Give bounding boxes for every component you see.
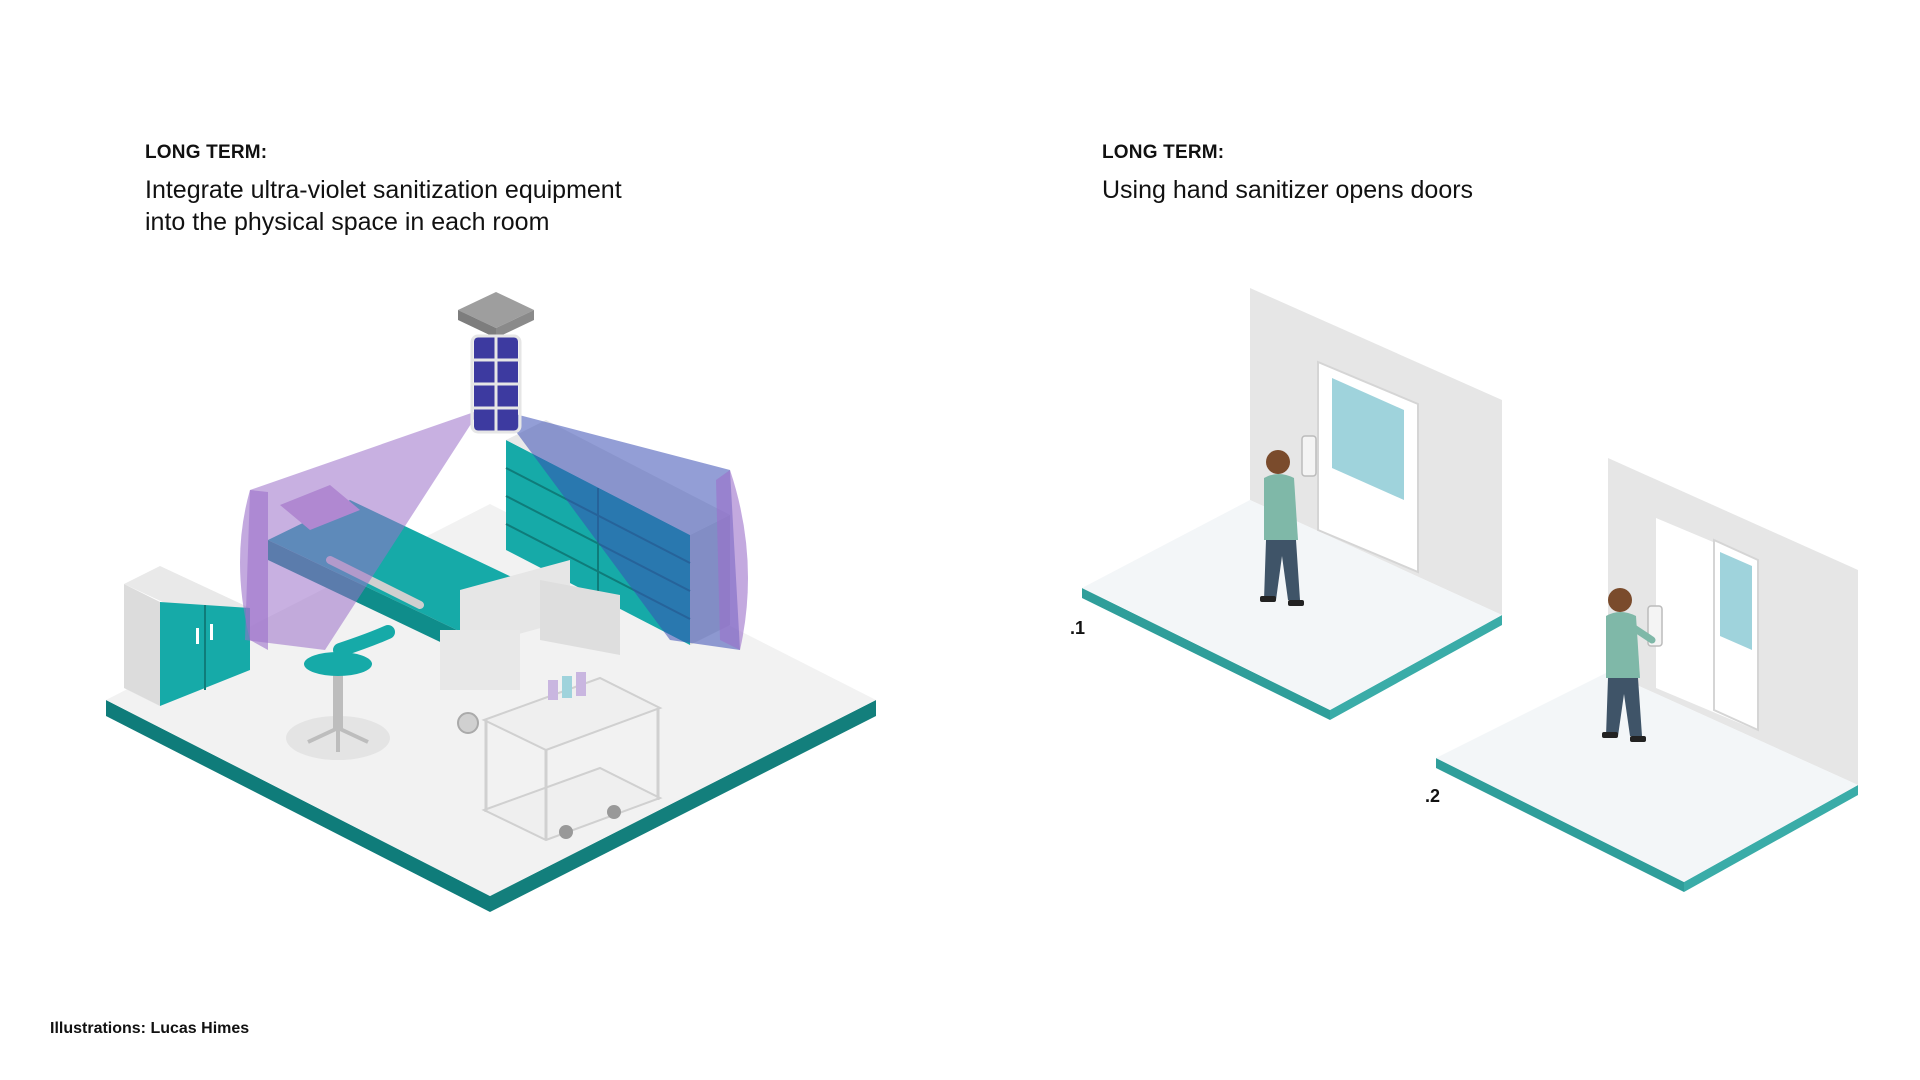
illustration-credit: Illustrations: Lucas Himes <box>50 1020 250 1037</box>
floor-step-2 <box>1436 672 1858 882</box>
left-kicker: LONG TERM: <box>145 142 268 163</box>
door-scene-step-2 <box>1436 458 1858 892</box>
door-scene-step-1 <box>1082 288 1502 720</box>
door-open-window-step-2 <box>1720 552 1752 650</box>
door-window-step-1 <box>1332 378 1404 500</box>
step-label-2: .2 <box>1425 786 1441 806</box>
left-headline: Integrate ultra-violet sanitization equi… <box>145 176 622 236</box>
side-cabinet <box>124 566 250 706</box>
left-panel-text: LONG TERM: Integrate ultra-violet saniti… <box>145 142 665 238</box>
floor-side-step-1-right <box>1330 615 1502 720</box>
floor-side-step-2-right <box>1684 785 1858 892</box>
right-headline: Using hand sanitizer opens doors <box>1102 176 1474 204</box>
hospital-room-illustration <box>106 292 876 912</box>
uv-light-beams <box>240 410 748 650</box>
floor-side-step-1-left <box>1082 588 1330 720</box>
stool <box>286 625 395 760</box>
uv-lamp <box>458 292 534 434</box>
room-floor-side-left <box>106 700 490 912</box>
room-floor-side-right <box>490 700 876 912</box>
right-panel-text: LONG TERM: Using hand sanitizer opens do… <box>1102 142 1622 206</box>
room-floor <box>106 504 876 896</box>
medical-cart <box>481 672 663 842</box>
sanitizer-dispenser-step-1 <box>1301 435 1317 477</box>
right-kicker: LONG TERM: <box>1102 142 1225 163</box>
floor-side-step-2-left <box>1436 758 1684 892</box>
step-label-1: .1 <box>1070 618 1086 638</box>
person-step-1 <box>1260 450 1304 606</box>
person-step-2 <box>1602 588 1656 742</box>
